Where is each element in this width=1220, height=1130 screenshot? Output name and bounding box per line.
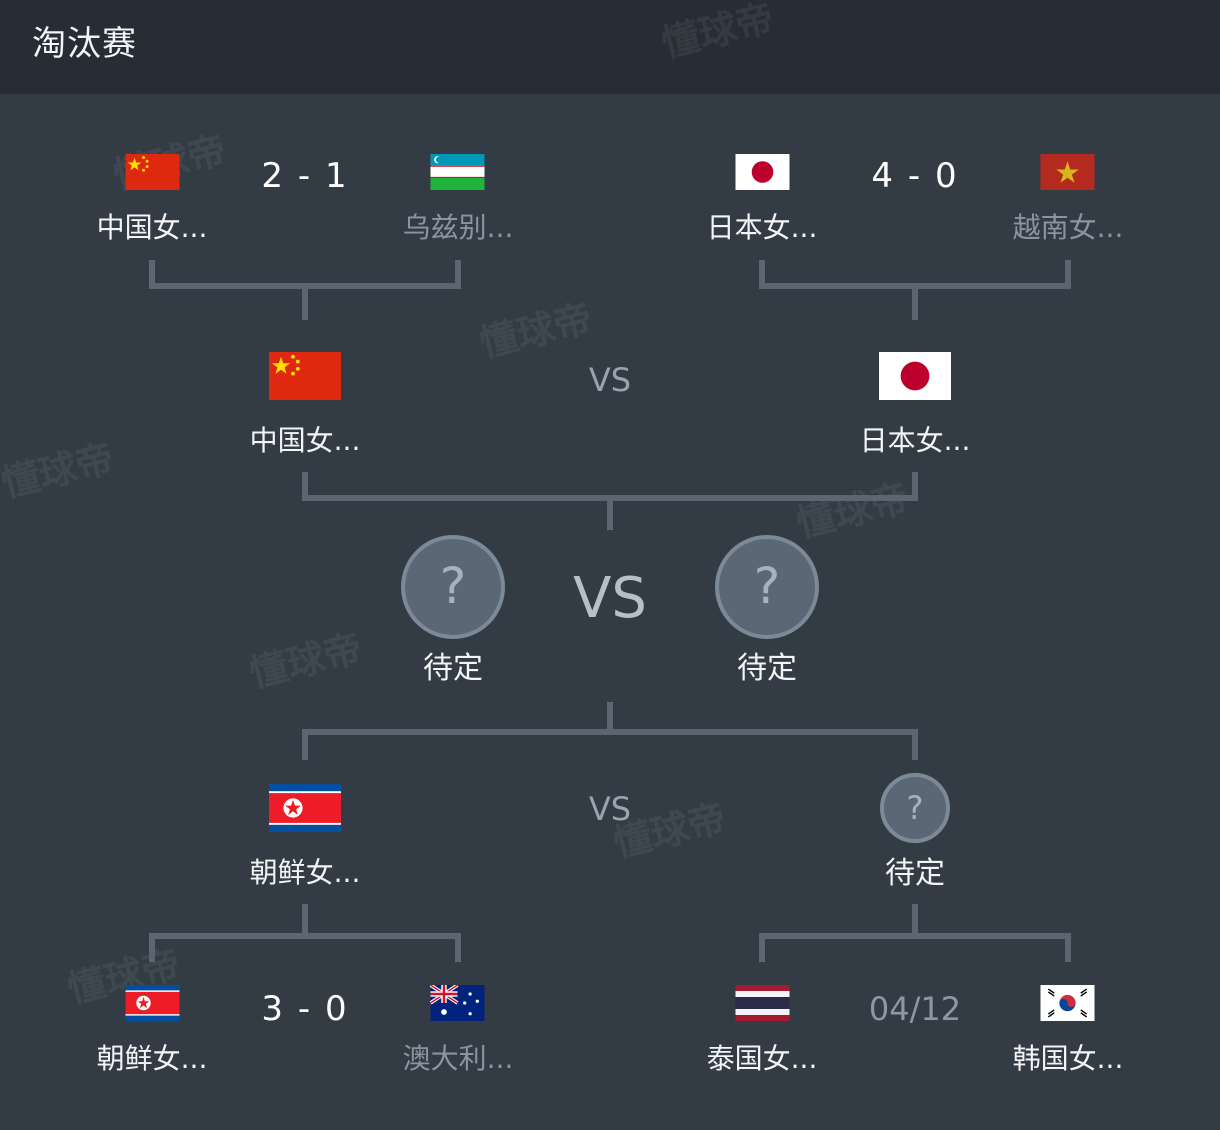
vs-label: VS bbox=[573, 566, 647, 631]
connector-semi-bottom bbox=[302, 729, 918, 760]
vietnam-flag-icon bbox=[1040, 154, 1095, 190]
team-name-away[interactable]: 澳大利... bbox=[402, 1042, 514, 1075]
match-score[interactable]: 3 - 0 bbox=[261, 989, 349, 1029]
page-title: 淘汰赛 bbox=[32, 24, 137, 64]
tbd-placeholder-icon: ? bbox=[401, 535, 505, 639]
match-score[interactable]: 4 - 0 bbox=[871, 156, 959, 196]
china-flag-icon bbox=[269, 352, 341, 400]
connector-match-1 bbox=[149, 260, 461, 289]
tbd-placeholder-icon: ? bbox=[880, 773, 950, 843]
north-korea-flag-icon bbox=[125, 985, 180, 1021]
match-score[interactable]: 2 - 1 bbox=[261, 156, 349, 196]
team-name-away[interactable]: 韩国女... bbox=[1012, 1042, 1124, 1075]
japan-flag-icon bbox=[735, 154, 790, 190]
team-name-away[interactable]: 待定 bbox=[885, 856, 945, 891]
team-name-home[interactable]: 日本女... bbox=[706, 211, 818, 244]
vs-label: VS bbox=[588, 361, 632, 399]
team-name-away[interactable]: 乌兹别... bbox=[402, 211, 514, 244]
team-name-away[interactable]: 待定 bbox=[737, 651, 797, 686]
team-name-home[interactable]: 朝鲜女... bbox=[249, 856, 361, 889]
connector-semi-top bbox=[302, 472, 918, 501]
china-flag-icon bbox=[125, 154, 180, 190]
north-korea-flag-icon bbox=[269, 784, 341, 832]
south-korea-flag-icon bbox=[1040, 985, 1095, 1021]
team-name-home[interactable]: 中国女... bbox=[96, 211, 208, 244]
team-name-home[interactable]: 泰国女... bbox=[706, 1042, 818, 1075]
match-date[interactable]: 04/12 bbox=[868, 990, 962, 1028]
connector-match-4 bbox=[759, 933, 1071, 962]
connector-match-3 bbox=[149, 933, 461, 962]
team-name-home[interactable]: 朝鲜女... bbox=[96, 1042, 208, 1075]
australia-flag-icon bbox=[430, 985, 485, 1021]
thailand-flag-icon bbox=[735, 985, 790, 1021]
team-name-home[interactable]: 待定 bbox=[423, 651, 483, 686]
team-name-away[interactable]: 越南女... bbox=[1012, 211, 1124, 244]
connector-match-2 bbox=[759, 260, 1071, 289]
vs-label: VS bbox=[588, 790, 632, 828]
team-name-home[interactable]: 中国女... bbox=[249, 424, 361, 457]
uzbekistan-flag-icon bbox=[430, 154, 485, 190]
japan-flag-icon bbox=[879, 352, 951, 400]
team-name-away[interactable]: 日本女... bbox=[859, 424, 971, 457]
header-bar: 淘汰赛 bbox=[0, 0, 1220, 94]
tbd-placeholder-icon: ? bbox=[715, 535, 819, 639]
